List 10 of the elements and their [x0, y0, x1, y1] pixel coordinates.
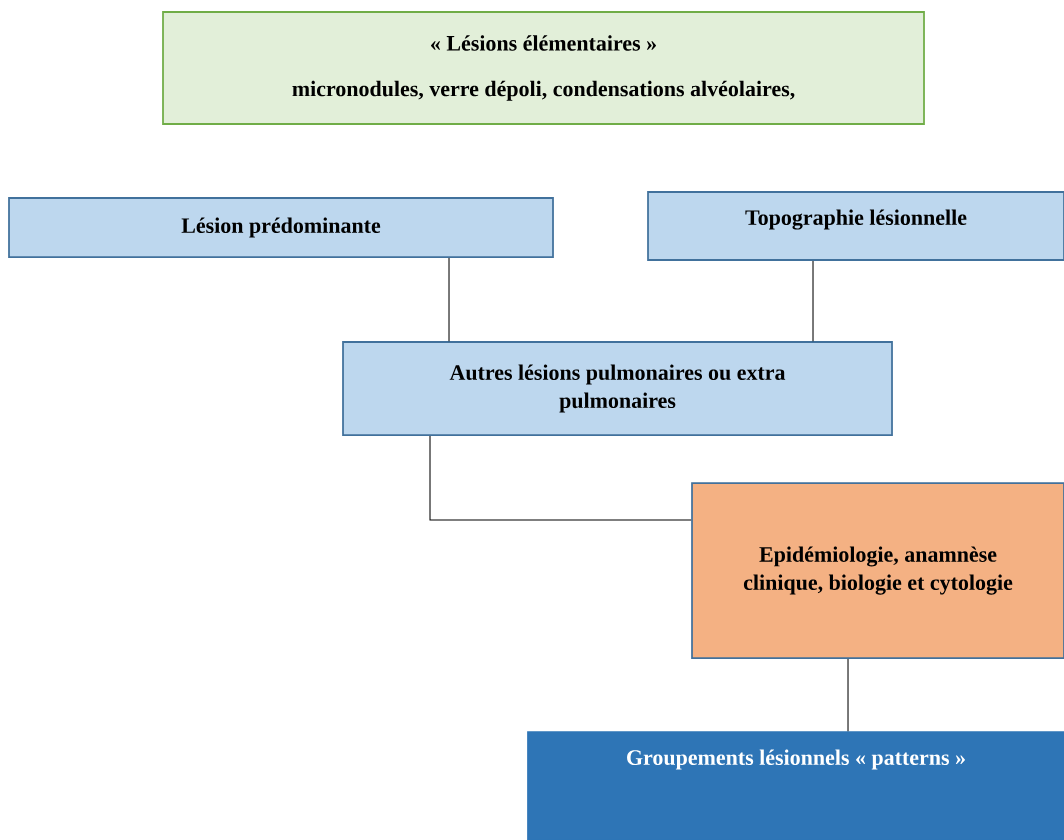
connector-line — [847, 658, 849, 732]
box: Autres lésions pulmonaires ou extra pulmonaires — [342, 341, 893, 436]
box: Groupements lésionnels « patterns » — [527, 731, 1064, 840]
box: Lésion prédominante — [8, 197, 554, 258]
box: Topographie lésionnelle — [647, 191, 1064, 261]
connector-line — [448, 257, 450, 342]
connector-line — [429, 435, 692, 521]
box: « Lésions élémentaires » micronodules, verre dépoli, condensations alvéolaires, — [162, 11, 925, 125]
connector-line — [812, 260, 814, 342]
box: Epidémiologie, anamnèse clinique, biologie et cytologie — [691, 482, 1064, 659]
